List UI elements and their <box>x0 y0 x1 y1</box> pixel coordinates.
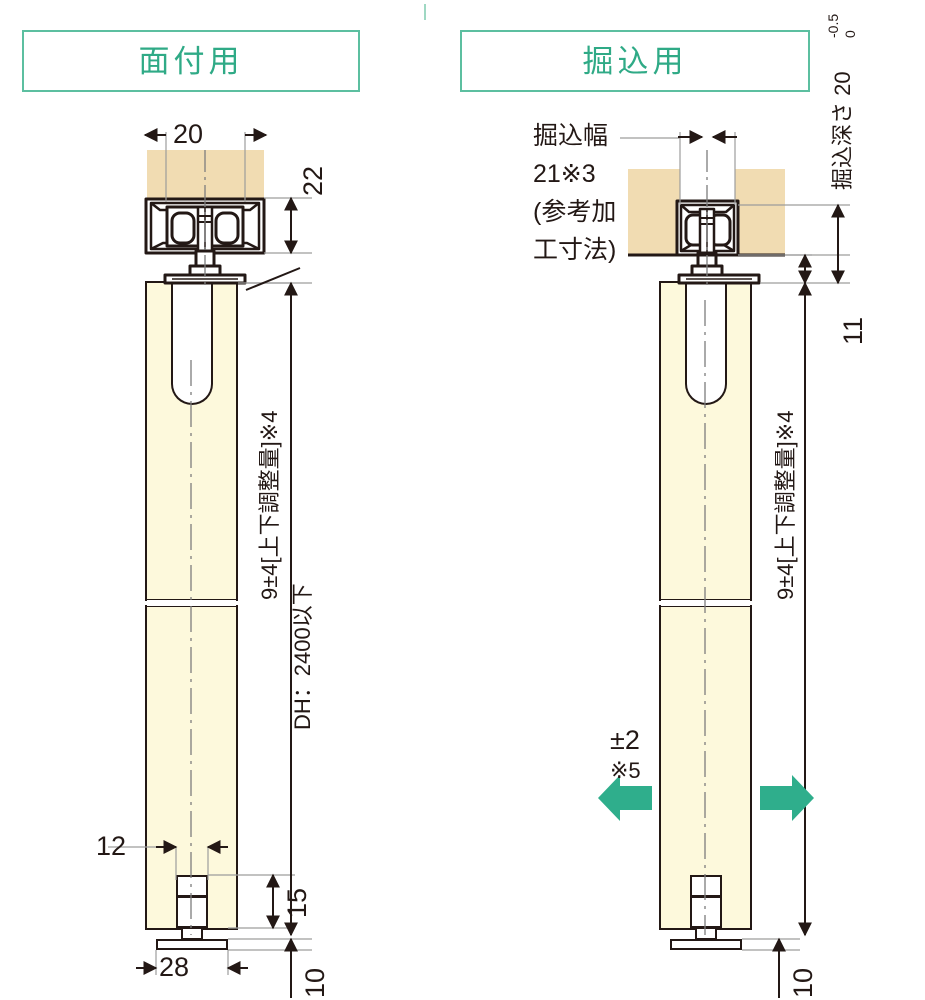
right-groove-depth-tol-lower: -0.5 <box>825 13 841 38</box>
right-groove-width-label-2: 21※3 <box>533 160 596 188</box>
left-guide-pin-lower <box>176 896 208 928</box>
left-dim-top-height: 22 <box>298 165 328 196</box>
right-groove-width-label-4: 工寸法) <box>533 236 617 264</box>
right-play-value: ±2 <box>610 725 640 755</box>
left-dim-floor-gap: 10 <box>300 967 330 998</box>
left-guide-pin <box>176 875 208 897</box>
right-guide-pin <box>690 875 722 897</box>
right-play-note: ※5 <box>610 758 641 783</box>
panel-title-surface-mount-label: 面付用 <box>138 43 244 79</box>
right-guide-pin-lower <box>690 896 722 928</box>
right-dim-floor-gap: 10 <box>788 967 818 998</box>
left-header-board <box>147 150 264 198</box>
panel-title-surface-mount: 面付用 <box>22 30 360 92</box>
left-floor-plate <box>156 939 228 950</box>
right-floor-plate <box>670 939 742 950</box>
right-groove-width-label-1: 掘込幅 <box>533 122 609 150</box>
right-dim-adjust: 9±4[上下調整量]※4 <box>773 410 798 600</box>
left-dim-guide-width: 12 <box>96 831 127 861</box>
right-groove-depth-label: 掘込深さ 20 <box>830 71 855 190</box>
left-dim-base-width: 28 <box>159 952 190 982</box>
right-door-cavity <box>685 279 727 405</box>
left-door-break-gap <box>147 600 236 606</box>
panel-title-recessed-mount: 掘込用 <box>460 30 810 92</box>
right-groove-cutout <box>680 166 735 255</box>
left-dim-adjust: 9±4[上下調整量]※4 <box>257 410 282 600</box>
left-door-cavity <box>171 279 213 405</box>
left-dim-top-width: 20 <box>173 119 204 149</box>
top-green-tick <box>424 4 426 20</box>
right-groove-depth-tol-upper: 0 <box>842 30 858 38</box>
right-door-break-gap <box>661 600 750 606</box>
panel-title-recessed-mount-label: 掘込用 <box>582 43 688 79</box>
right-dim-11: 11 <box>838 316 868 345</box>
right-groove-width-label-3: (参考加 <box>533 198 617 226</box>
left-dim-guide-height: 15 <box>282 887 312 918</box>
left-dim-dh: DH：2400以下 <box>290 583 315 730</box>
